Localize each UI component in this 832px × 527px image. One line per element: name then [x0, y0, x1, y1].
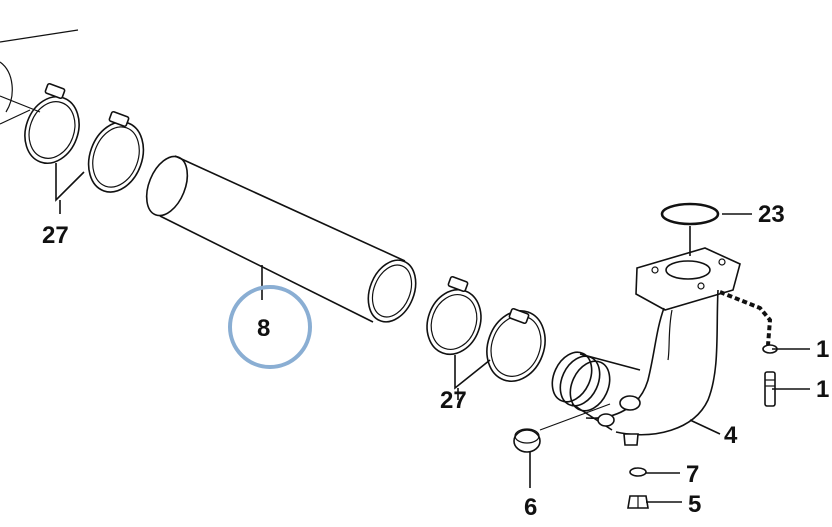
label-23: 23 — [758, 201, 785, 228]
hose-clamp-lower-1 — [426, 275, 482, 356]
label-8: 8 — [257, 315, 270, 342]
hose-clamp-upper-1 — [24, 82, 80, 164]
label-6: 6 — [524, 494, 537, 521]
screw — [627, 495, 649, 509]
leader-lines — [55, 163, 810, 503]
label-4: 4 — [724, 422, 738, 449]
plug — [513, 428, 541, 453]
pipe-part — [145, 155, 417, 323]
hose-clamp-upper-2 — [87, 110, 145, 193]
washer — [629, 467, 647, 477]
hose-clamp-lower-2 — [486, 307, 546, 382]
label-5: 5 — [688, 491, 701, 518]
highlight-circle — [228, 285, 312, 369]
label-1-washer: 1 — [816, 336, 829, 363]
label-27-lower: 27 — [440, 387, 467, 414]
label-27-upper: 27 — [42, 222, 69, 249]
o-ring — [660, 202, 720, 226]
elbow-pipe — [551, 247, 773, 446]
label-7: 7 — [686, 461, 699, 488]
label-1-bolt: 1 — [816, 376, 829, 403]
